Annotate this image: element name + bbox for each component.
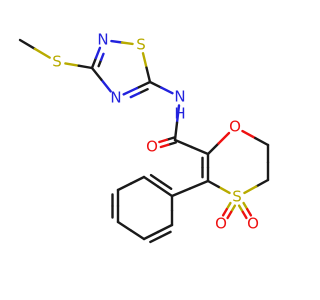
atom-label: N	[174, 88, 185, 106]
bond-s4-o-s1-line1-half-b	[221, 207, 228, 217]
bond-s4-c3r-half-b	[206, 179, 220, 189]
bond-c3r-ph1-half-a	[188, 179, 210, 190]
atom-label: O	[215, 215, 227, 233]
bond-s1-c3-half-b	[77, 64, 94, 70]
atom-s-s-ring: S	[136, 36, 146, 54]
bond-c5-n4-line1-half-b	[122, 86, 139, 96]
bond-n2-s-ring-half-b	[120, 41, 134, 46]
bond-s4-c3r-half-a	[217, 185, 231, 195]
bond-c2-o1-half-a	[206, 142, 220, 156]
bond-o1-c6-half-a	[241, 129, 257, 140]
bond-n4-c3-half-a	[100, 78, 112, 93]
bond-s-ring-c5-half-b	[145, 66, 152, 84]
bond-s4-o-s1-line2-half-b	[226, 210, 233, 220]
atom-label: O	[229, 118, 241, 136]
bond-c5-nh-half-b	[159, 86, 174, 95]
bond-ph5-ph6-line2-half-a	[149, 235, 162, 244]
bond-ph1-ph2-line2-half-a	[159, 180, 173, 190]
bond-ph1-ph2-line1-half-a	[156, 185, 174, 198]
atom-label: N	[97, 31, 108, 49]
bond-n2-s-ring-half-a	[110, 39, 124, 44]
bond-ph4-ph5-half-b	[129, 229, 146, 241]
bond-c-amide-o-amide-line2-half-b	[159, 143, 170, 149]
bond-s4-o-s2-line2-half-b	[241, 210, 248, 220]
bond-ph2-ph3-half-b	[116, 182, 133, 192]
atom-label: S	[136, 36, 146, 54]
bond-s4-o-s2-line1-half-b	[246, 207, 253, 217]
bond-c5-n4-line1-half-a	[135, 80, 152, 90]
bond-c3r-ph1-half-b	[170, 187, 192, 198]
bond-ph4-ph5-half-a	[116, 220, 133, 232]
atom-o-o-s1: O	[215, 215, 227, 233]
bond-c5-n4-line2-half-b	[129, 91, 141, 99]
atom-o-o-amide: O	[146, 138, 158, 156]
atom-label: N	[110, 89, 121, 107]
bond-ph5-ph6-line1-half-b	[156, 223, 174, 234]
bond-n4-c3-half-b	[90, 66, 103, 81]
atom-label: O	[146, 138, 158, 156]
atom-o-o1: O	[229, 118, 241, 136]
bond-ph5-ph6-line1-half-a	[142, 230, 160, 241]
bond-c5r-s4-half-a	[255, 178, 270, 188]
atom-label: S	[52, 53, 62, 71]
bond-s-ring-c5-half-a	[141, 52, 148, 69]
bond-c-me-s1-half-b	[33, 47, 51, 59]
bond-c3-n2-line2-half-b	[99, 52, 105, 62]
atom-s-s4: S	[232, 188, 242, 206]
atom-n-n4: N	[110, 89, 121, 107]
bond-o1-c6-half-b	[254, 136, 270, 147]
atom-n-nh: NH	[174, 88, 185, 123]
bond-c3-n2-line1-half-b	[94, 46, 102, 60]
atom-o-o-s2: O	[247, 215, 259, 233]
bond-nh-c-amide-half-a	[175, 104, 181, 124]
bond-s1-c3-half-a	[64, 62, 80, 67]
bond-c5r-s4-half-b	[243, 185, 258, 195]
atom-n-n2: N	[97, 31, 108, 49]
bond-ph2-ph3-half-a	[129, 175, 146, 185]
atom-label: O	[247, 215, 259, 233]
bond-c-amide-c2-half-b	[190, 145, 210, 156]
bond-layer	[18, 38, 270, 244]
atom-label: S	[232, 188, 242, 206]
bond-c-amide-o-amide-line1-half-b	[158, 138, 169, 144]
bond-ph1-ph2-line2-half-b	[149, 173, 163, 184]
atom-s-s1: S	[52, 53, 62, 71]
atom-hydrogen-label: H	[174, 105, 185, 123]
bond-ph1-ph2-line1-half-b	[142, 175, 160, 188]
bond-c2-o1-half-b	[217, 131, 231, 145]
bond-c3-n2-line1-half-a	[90, 56, 98, 70]
bond-c-me-s1-half-a	[18, 38, 37, 51]
bond-ph5-ph6-line2-half-b	[159, 230, 172, 239]
bond-c5-n4-line2-half-a	[137, 88, 149, 95]
bond-c-amide-c2-half-a	[173, 138, 193, 149]
bond-c5-nh-half-a	[148, 80, 163, 89]
bond-c-amide-o-amide-line2-half-a	[167, 141, 177, 146]
bond-c-amide-o-amide-line1-half-a	[165, 136, 176, 141]
